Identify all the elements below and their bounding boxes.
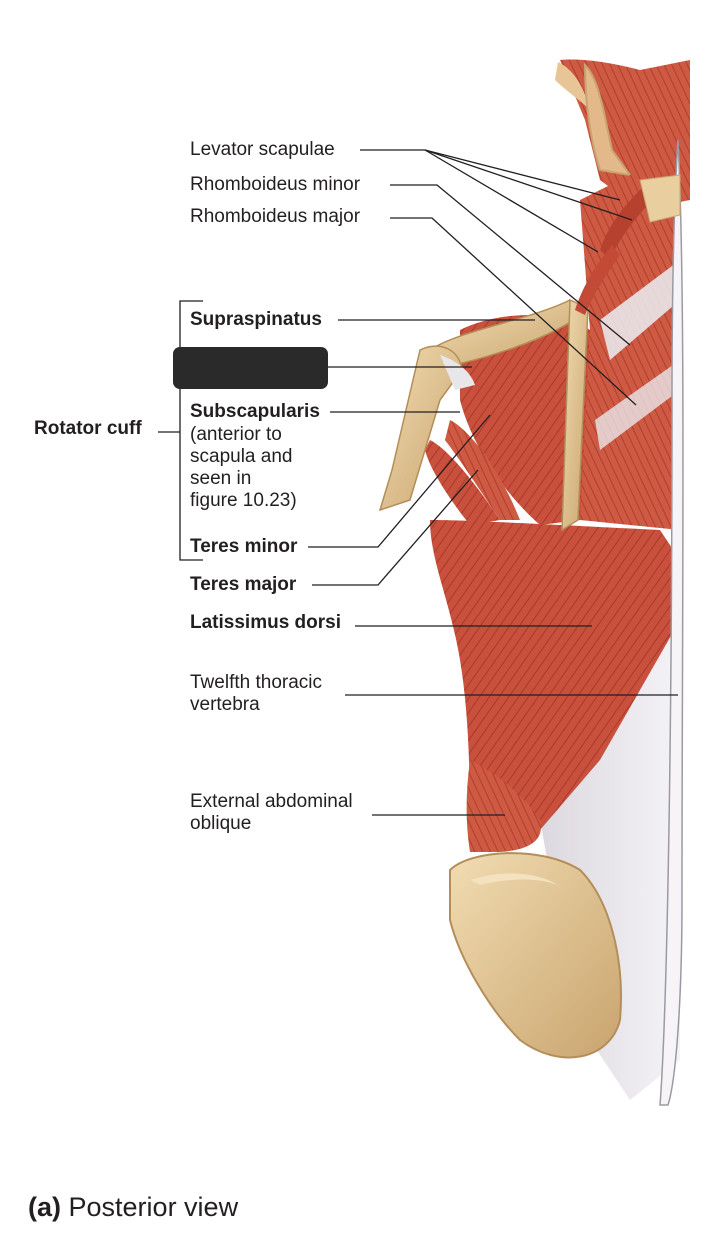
leader-levator <box>360 149 621 201</box>
leader-rhomb-major <box>390 217 637 406</box>
label-latissimus-dorsi: Latissimus dorsi <box>190 612 341 633</box>
leader-levator-3 <box>424 149 599 253</box>
rotator-cuff-bracket <box>179 300 203 561</box>
latissimus-dorsi-muscle <box>430 520 680 847</box>
leader-teres-major <box>312 469 479 586</box>
label-teres-minor: Teres minor <box>190 536 298 557</box>
label-twelfth-thoracic-2: vertebra <box>190 694 260 715</box>
leader-rhomb-minor <box>390 184 631 346</box>
label-rhomboideus-minor: Rhomboideus minor <box>190 174 361 195</box>
caption-text: Posterior view <box>68 1192 239 1222</box>
label-levator-scapulae: Levator scapulae <box>190 139 335 160</box>
label-subscapularis-note-2: scapula and <box>190 446 293 467</box>
upper-back-muscles <box>560 150 680 530</box>
label-rhomboideus-major: Rhomboideus major <box>190 206 361 227</box>
redacted-label-box <box>173 347 328 389</box>
levator-scapulae-muscle <box>575 185 655 315</box>
label-teres-major: Teres major <box>190 574 297 595</box>
label-subscapularis-note-4: figure 10.23) <box>190 490 297 511</box>
vertebral-column <box>639 139 684 1106</box>
leader-lines <box>158 149 678 816</box>
figure-caption: (a) Posterior view <box>28 1190 238 1224</box>
label-subscapularis: Subscapularis <box>190 401 320 422</box>
label-twelfth-thoracic-1: Twelfth thoracic <box>190 672 322 693</box>
label-external-oblique-1: External abdominal <box>190 791 353 812</box>
label-supraspinatus: Supraspinatus <box>190 309 322 330</box>
label-subscapularis-note-3: seen in <box>190 468 252 489</box>
external-oblique-muscle <box>466 760 541 852</box>
caption-part: (a) <box>28 1192 61 1222</box>
leader-levator-2 <box>424 149 633 221</box>
pelvis-bone <box>449 852 622 1059</box>
leader-teres-minor <box>308 414 491 548</box>
label-rotator-cuff: Rotator cuff <box>34 418 142 439</box>
label-external-oblique-2: oblique <box>190 813 252 834</box>
label-subscapularis-note-1: (anterior to <box>190 424 282 445</box>
